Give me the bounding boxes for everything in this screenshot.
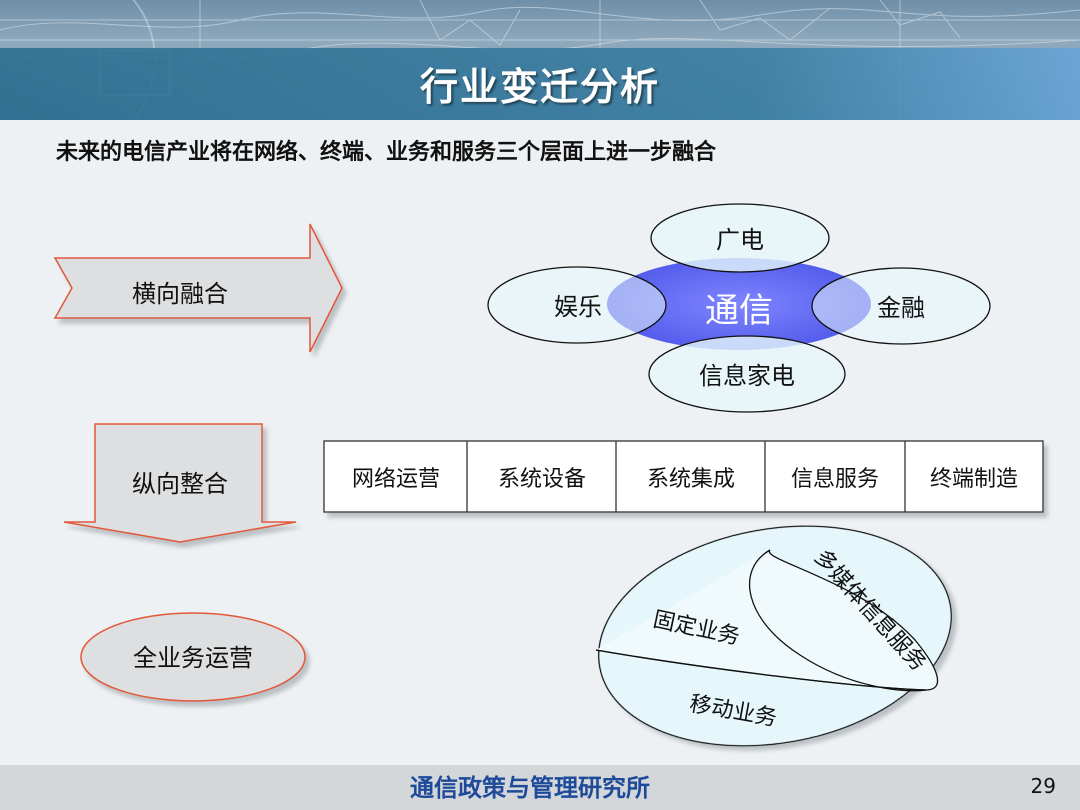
chain-item: 信息服务 — [791, 467, 879, 492]
right-label: 金融 — [877, 294, 925, 322]
right-bubble — [811, 267, 991, 345]
center-label: 通信 — [705, 291, 773, 331]
page-number: 29 — [1030, 774, 1056, 798]
full-service-diagram: 固定业务 多媒体信息服务 移动业务 — [595, 525, 952, 747]
slide-title: 行业变迁分析 — [419, 65, 660, 109]
slide-subtitle: 未来的电信产业将在网络、终端、业务和服务三个层面上进一步融合 — [56, 140, 717, 165]
vertical-arrow: 纵向整合 — [63, 423, 297, 543]
chain-item: 终端制造 — [930, 467, 1018, 492]
footer-bar — [0, 765, 1080, 810]
horizontal-arrow: 横向融合 — [53, 223, 343, 353]
left-bubble — [487, 266, 667, 344]
value-chain-labels: 网络运营 系统设备 系统集成 信息服务 终端制造 — [352, 467, 1018, 492]
chain-item: 系统集成 — [647, 467, 735, 492]
chain-item: 系统设备 — [498, 467, 586, 492]
full-service-oval: 全业务运营 — [80, 612, 306, 702]
header-banner — [0, 0, 1080, 120]
horizontal-label: 横向融合 — [132, 280, 228, 308]
bottom-bubble — [648, 335, 846, 413]
title-band — [0, 48, 1080, 120]
value-chain — [323, 440, 1044, 513]
vertical-label: 纵向整合 — [132, 470, 228, 498]
chain-item: 网络运营 — [352, 467, 440, 492]
center-bubble — [607, 258, 871, 350]
bottom-label: 信息家电 — [699, 362, 795, 390]
left-label: 娱乐 — [554, 293, 602, 321]
full-service-label: 全业务运营 — [133, 644, 253, 672]
chain-frame — [323, 440, 1044, 513]
convergence-diagram: 通信 广电 娱乐 金融 信息家电 — [487, 203, 991, 413]
top-bubble — [650, 203, 830, 273]
footer-organization: 通信政策与管理研究所 — [410, 774, 650, 802]
top-label: 广电 — [716, 226, 764, 254]
